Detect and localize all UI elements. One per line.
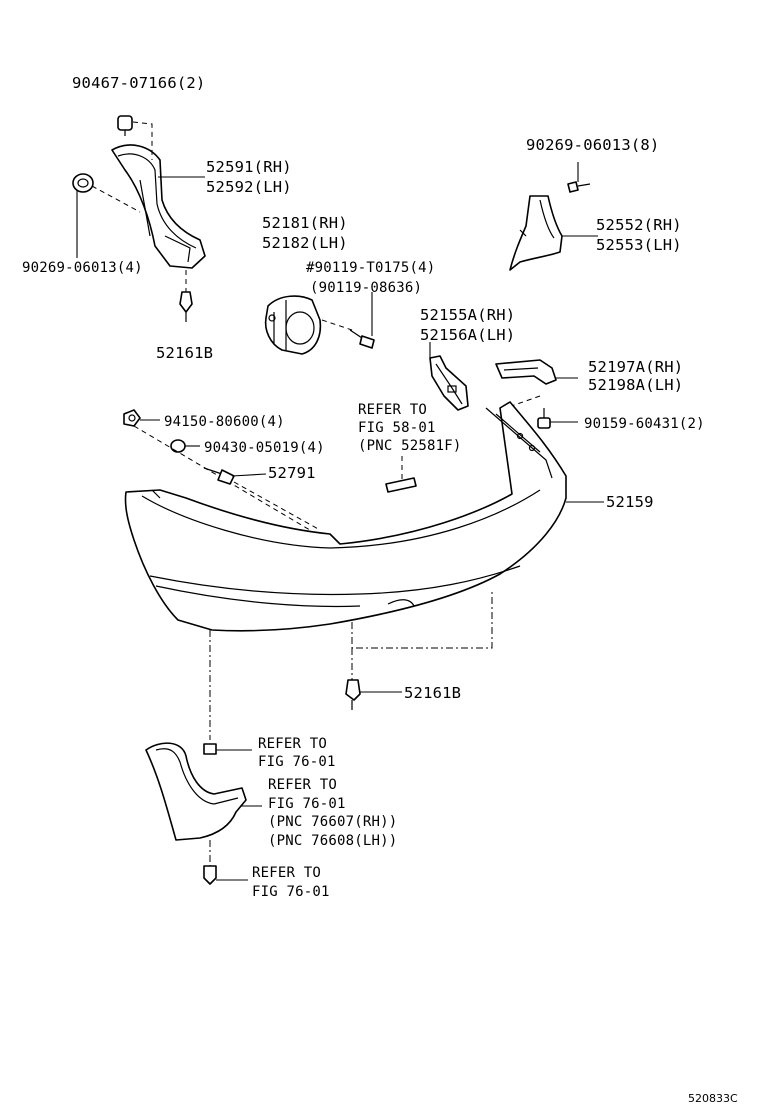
bolt-90467-part (117, 115, 133, 136)
label-refer-76b-line4: (PNC 76608(LH)) (268, 833, 397, 849)
screw-90119-part (349, 329, 375, 349)
side-retainer-part (429, 355, 469, 411)
label-refer-76b-line1: REFER TO (268, 777, 337, 793)
bolt-90159-part (537, 408, 551, 429)
clip-52161b-bottom-part (345, 679, 361, 710)
label-mudguard-rh: 52552(RH) (596, 216, 682, 234)
leader-support-bumper (499, 395, 541, 411)
label-bracket-lh: 52182(LH) (262, 234, 348, 252)
screw-lower-flap-part (203, 865, 217, 885)
label-retainer-lh: 52156A(LH) (420, 326, 515, 344)
label-refer-76b-line2: FIG 76-01 (268, 796, 346, 812)
leader-pin-bumper (233, 481, 321, 531)
label-bumper-52159: 52159 (606, 493, 654, 511)
washer-90430-part (170, 439, 186, 453)
label-screw-90269-8: 90269-06013(8) (526, 136, 659, 154)
label-clip-90269-4: 90269-06013(4) (22, 260, 143, 276)
label-refer-76b-line3: (PNC 76607(RH)) (268, 814, 397, 830)
label-refer-58-line1: REFER TO (358, 402, 427, 418)
screw-90269-8-part (567, 181, 591, 193)
clip-90269-part (72, 173, 94, 193)
clip-upper-flap-part (203, 743, 217, 755)
leader-clip-90269 (91, 185, 141, 213)
label-refer-76a-line1: REFER TO (258, 736, 327, 752)
rear-mud-flap-part (145, 742, 247, 841)
label-washer-90430: 90430-05019(4) (204, 440, 325, 456)
leader-bolt-90467 (132, 121, 153, 160)
label-pin-52791: 52791 (268, 464, 316, 482)
leader-screw-90119 (321, 319, 353, 331)
label-nut-94150: 94150-80600(4) (164, 414, 285, 430)
label-liner-rh: 52591(RH) (206, 158, 292, 176)
reflector-part (385, 477, 417, 493)
label-refer-76a-line2: FIG 76-01 (258, 754, 336, 770)
leader-bumper-clips (351, 592, 493, 649)
diagram-id: 520833C (688, 1092, 738, 1105)
label-liner-lh: 52592(LH) (206, 178, 292, 196)
label-bolt-90159: 90159-60431(2) (584, 416, 705, 432)
wheel-liner-part (111, 144, 206, 269)
label-bracket-rh: 52181(RH) (262, 214, 348, 232)
label-refer-58-line3: (PNC 52581F) (358, 438, 462, 454)
label-retainer-rh: 52155A(RH) (420, 306, 515, 324)
label-refer-76c-line1: REFER TO (252, 865, 321, 881)
label-screw-t0175: #90119-T0175(4) (306, 260, 435, 276)
bumper-support-part (495, 359, 557, 385)
label-support-rh: 52197A(RH) (588, 358, 683, 376)
label-refer-76c-line2: FIG 76-01 (252, 884, 330, 900)
label-clip-52161b-top: 52161B (156, 344, 213, 362)
mud-guard-part (509, 195, 563, 271)
side-bracket-part (264, 295, 322, 355)
label-screw-08636: (90119-08636) (310, 280, 422, 296)
nut-94150-part (123, 409, 141, 427)
leader-pin (231, 473, 267, 477)
label-refer-58-line2: FIG 58-01 (358, 420, 436, 436)
clip-52161b-top-part (179, 291, 193, 322)
label-mudguard-lh: 52553(LH) (596, 236, 682, 254)
pin-52791-part (203, 467, 235, 485)
label-clip-52161b-bottom: 52161B (404, 684, 461, 702)
rear-bumper-cover-part (124, 401, 567, 632)
label-bolt-90467: 90467-07166(2) (72, 74, 205, 92)
label-support-lh: 52198A(LH) (588, 376, 683, 394)
